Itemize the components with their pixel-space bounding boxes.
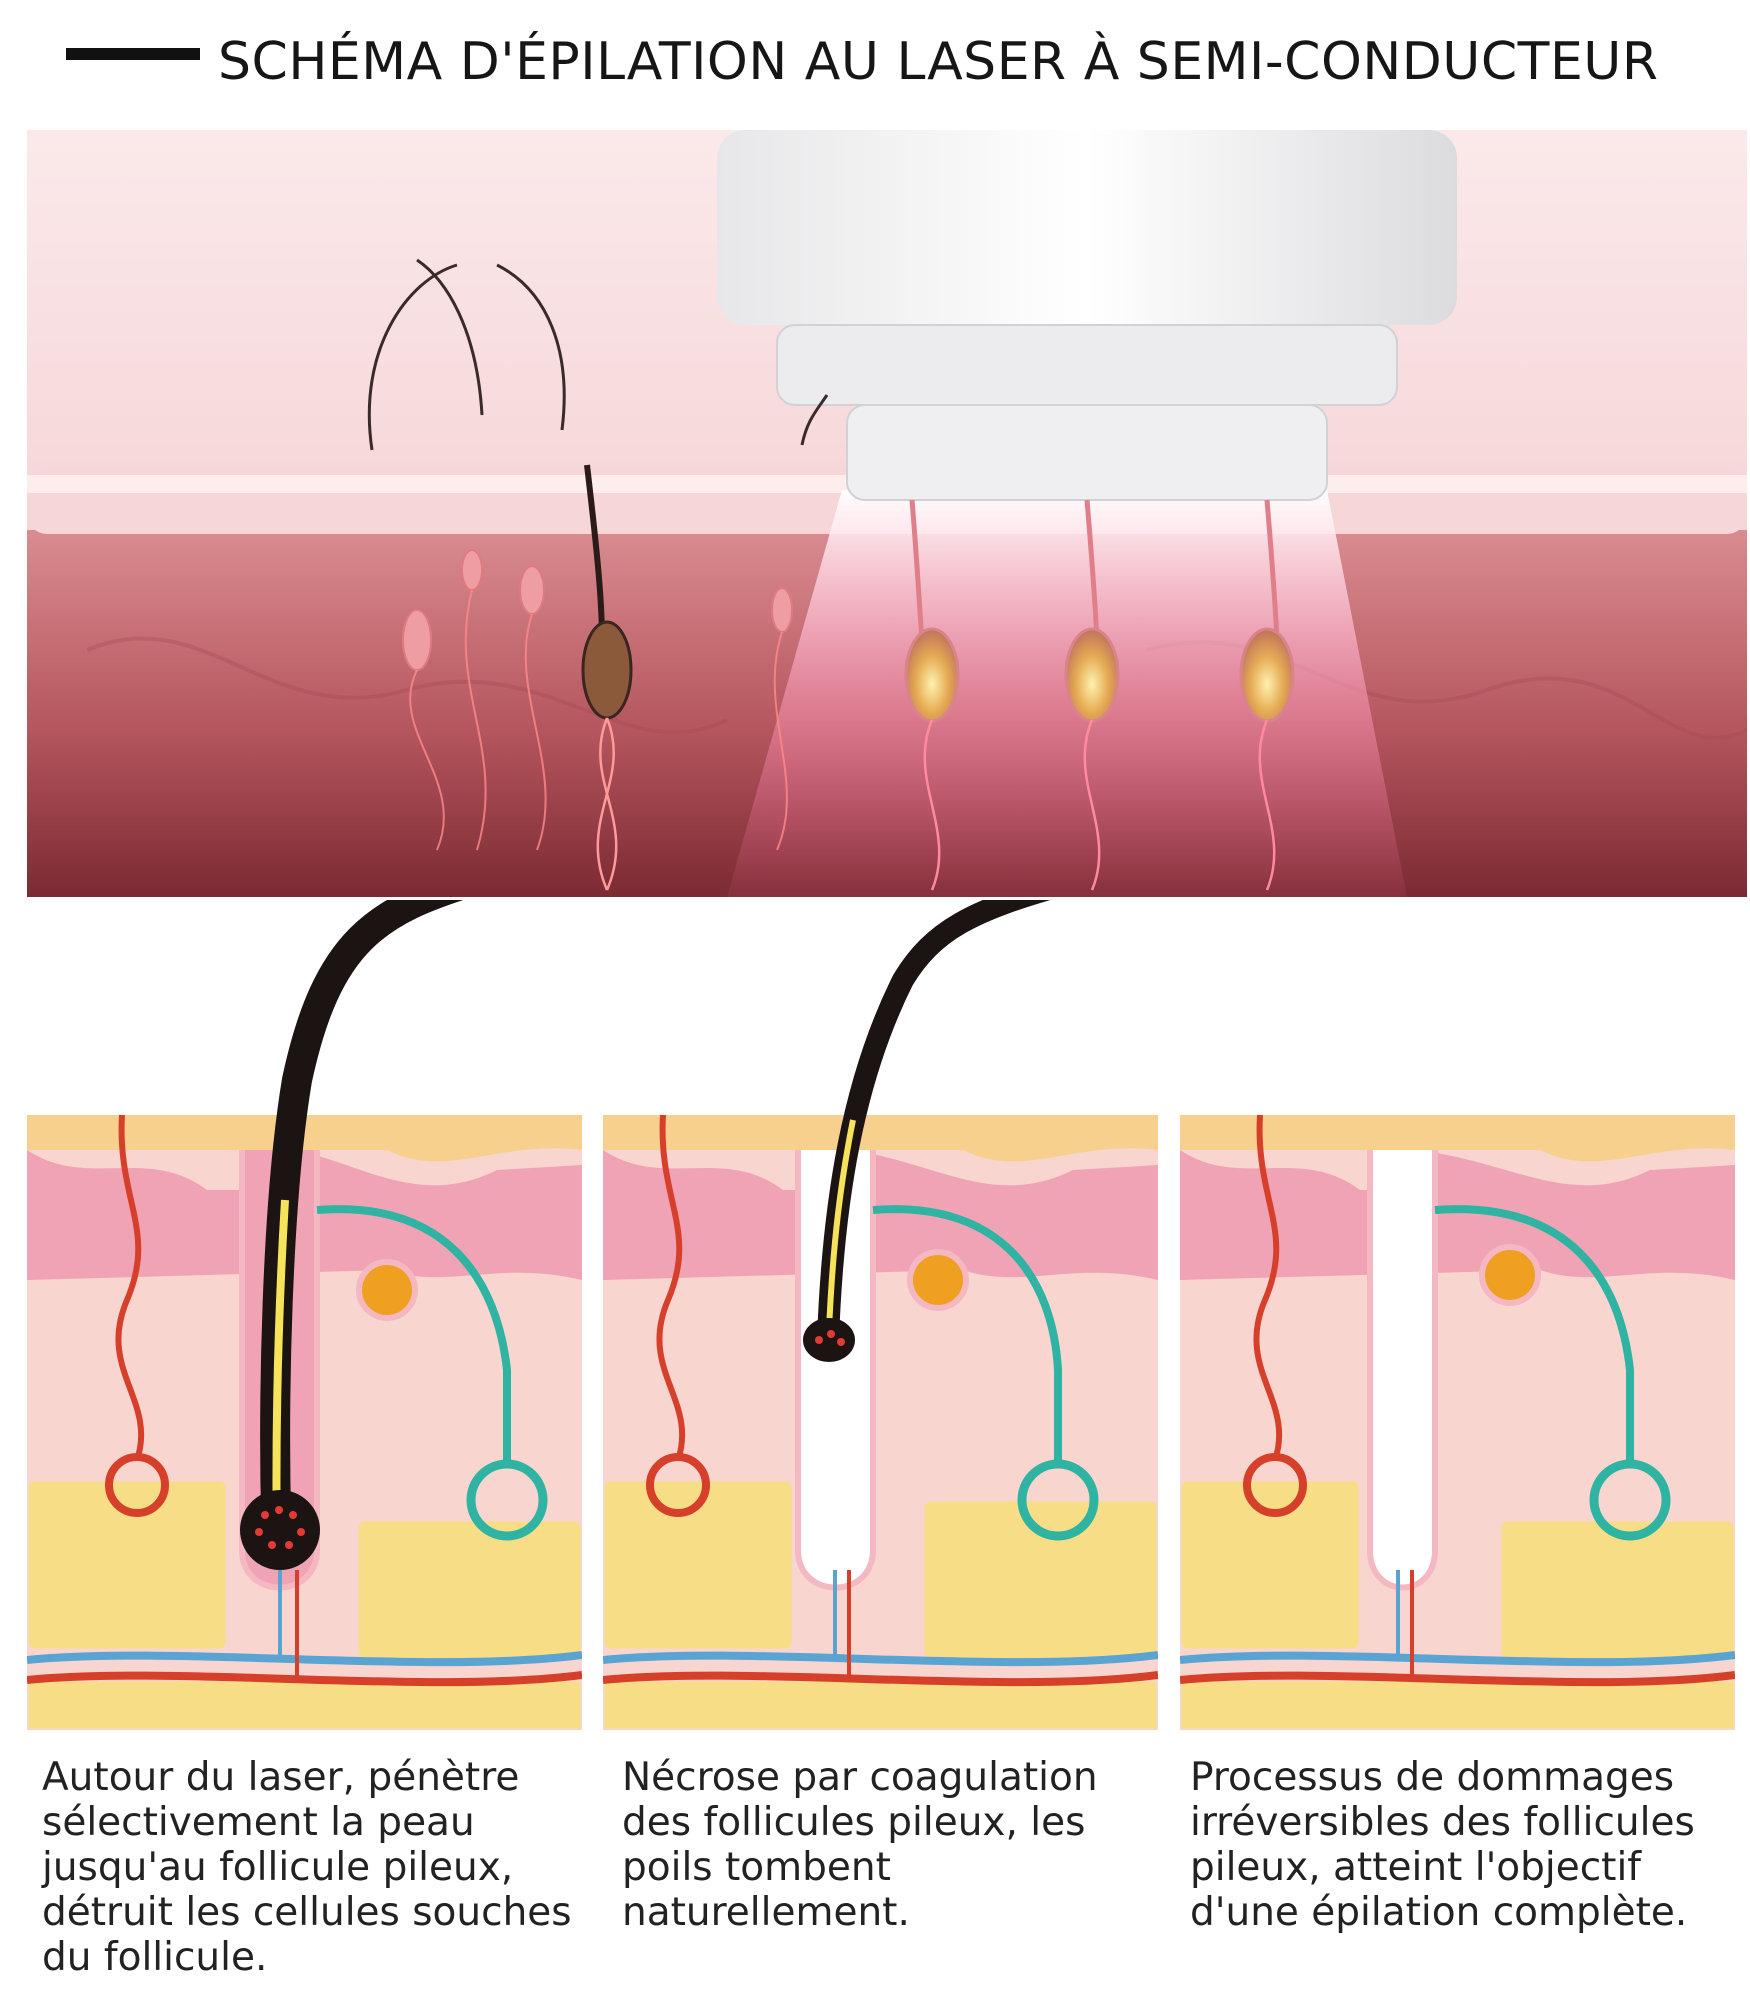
- step-1-diagram: [27, 900, 582, 1730]
- page-title: SCHÉMA D'ÉPILATION AU LASER À SEMI-CONDU…: [218, 32, 1659, 92]
- header: SCHÉMA D'ÉPILATION AU LASER À SEMI-CONDU…: [0, 0, 1750, 120]
- step-2-caption: Nécrose par coagulation des follicules p…: [622, 1755, 1098, 1935]
- step-1-caption: Autour du laser, pénètre sélectivement l…: [42, 1755, 572, 1980]
- laser-skin-illustration: [27, 130, 1747, 897]
- step-2-diagram: [603, 900, 1158, 1730]
- step-3-caption: Processus de dommages irréversibles des …: [1190, 1755, 1695, 1935]
- step-3-diagram: [1180, 1114, 1735, 1730]
- title-accent-bar: [66, 48, 200, 60]
